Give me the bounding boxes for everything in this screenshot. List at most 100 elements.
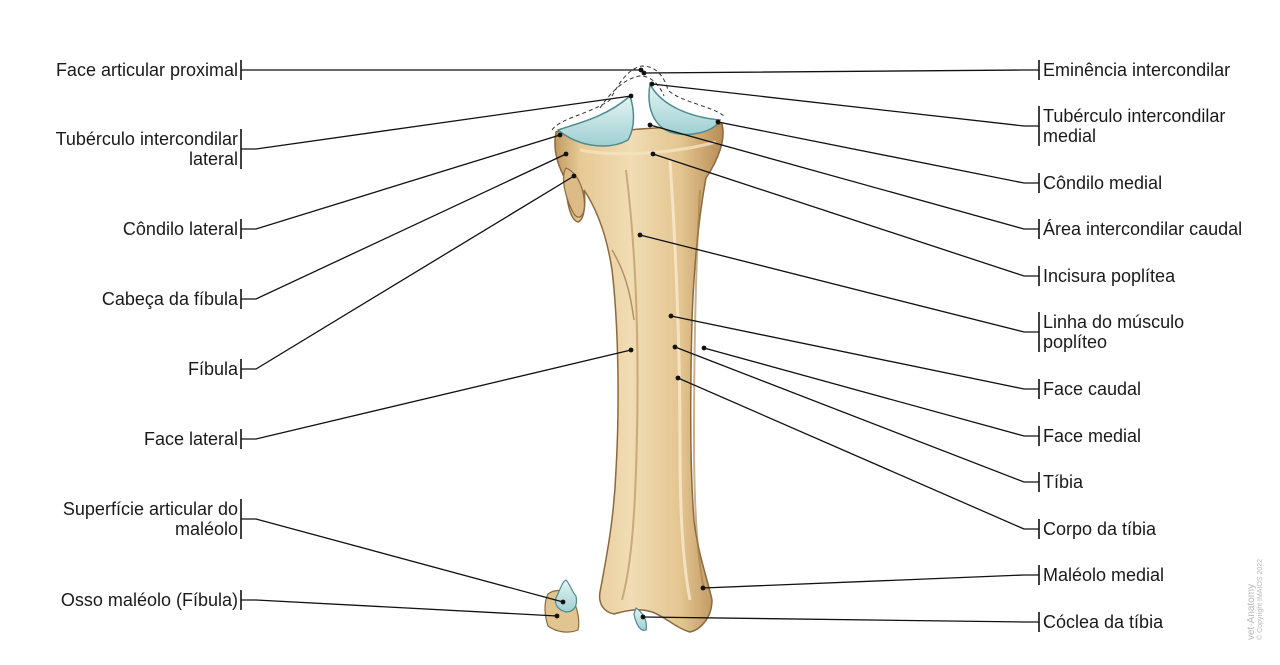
- label-text: Osso maléolo (Fíbula): [60, 590, 238, 610]
- label-text: Linha do músculo: [1043, 312, 1185, 332]
- leader-incisura-poplitea: [650, 151, 1040, 286]
- label-eminencia-intercondilar: Eminência intercondilar: [1043, 60, 1230, 80]
- label-text: Fíbula: [187, 359, 238, 379]
- label-tibia: Tíbia: [1043, 472, 1083, 492]
- leader-dot: [641, 70, 647, 76]
- leader-dot: [650, 151, 656, 157]
- leader-line: [241, 599, 558, 617]
- label-osso-maleolo-fibula: Osso maléolo (Fíbula): [61, 590, 238, 610]
- label-text: Tíbia: [1043, 472, 1084, 492]
- leader-dot: [637, 232, 643, 238]
- leader-line: [651, 83, 1039, 127]
- leader-lines: [240, 60, 1040, 632]
- leader-face-caudal: [668, 313, 1040, 399]
- leader-cabeca-da-fibula: [240, 151, 569, 309]
- leader-line: [702, 574, 1039, 589]
- label-text: Área intercondilar caudal: [1043, 219, 1243, 239]
- lateral-condyle-cartilage: [556, 94, 635, 147]
- leader-dot: [557, 132, 563, 138]
- label-text: Tubérculo intercondilar: [1043, 106, 1226, 126]
- leader-tuberculo-intercondilar-lateral: [240, 93, 634, 169]
- label-text: Cóclea da tíbia: [1043, 612, 1164, 632]
- leader-linha-do-musculo-popliteo: [637, 232, 1040, 352]
- label-text: poplíteo: [1043, 332, 1108, 352]
- label-area-intercondilar-caudal: Área intercondilar caudal: [1043, 219, 1242, 239]
- leader-line: [643, 69, 1039, 74]
- leader-tibia: [672, 344, 1040, 492]
- leader-condilo-medial: [715, 119, 1040, 193]
- leader-dot: [647, 122, 653, 128]
- leader-area-intercondilar-caudal: [647, 122, 1040, 239]
- label-face-lateral: Face lateral: [144, 429, 238, 449]
- label-incisura-poplitea: Incisura poplítea: [1043, 266, 1175, 286]
- medial-condyle-cartilage: [648, 81, 722, 136]
- label-condilo-medial: Côndilo medial: [1043, 173, 1162, 193]
- watermark: vet-Anatomy © Copyright IMAIOS 2022: [1246, 559, 1265, 640]
- leader-line: [639, 234, 1039, 333]
- label-corpo-da-tibia: Corpo da tíbia: [1043, 519, 1156, 539]
- label-condilo-lateral: Côndilo lateral: [123, 219, 238, 239]
- leader-line: [241, 95, 632, 150]
- leader-line: [642, 616, 1039, 623]
- leader-dot: [560, 599, 566, 605]
- label-coclea-da-tibia: Cóclea da tíbia: [1043, 612, 1163, 632]
- leader-eminencia-intercondilar: [641, 60, 1040, 80]
- label-fibula: Fíbula: [188, 359, 238, 379]
- leader-fibula: [240, 173, 577, 379]
- label-text: Face articular proximal: [55, 60, 238, 80]
- fibula-head-shape: [562, 167, 585, 218]
- shading-streak: [668, 159, 692, 601]
- cochlea-cartilage: [633, 607, 647, 631]
- leader-line: [241, 175, 575, 370]
- leader-dot: [571, 173, 577, 179]
- label-face-medial: Face medial: [1043, 426, 1141, 446]
- label-text: Eminência intercondilar: [1043, 60, 1231, 80]
- label-text: Face medial: [1043, 426, 1142, 446]
- label-text: Tubérculo intercondilar: [55, 129, 238, 149]
- leader-line: [241, 349, 632, 440]
- label-text: Incisura poplítea: [1043, 266, 1176, 286]
- label-cabeca-da-fibula: Cabeça da fíbula: [102, 289, 238, 309]
- label-text: medial: [1043, 126, 1097, 146]
- leader-line: [241, 518, 564, 603]
- leader-dot: [649, 81, 655, 87]
- label-face-articular-proximal: Face articular proximal: [56, 60, 238, 80]
- label-text: Côndilo lateral: [122, 219, 238, 239]
- label-text: Corpo da tíbia: [1043, 519, 1157, 539]
- leader-dot: [640, 614, 646, 620]
- shading-streak: [579, 140, 717, 156]
- leader-condilo-lateral: [240, 132, 563, 239]
- leader-line: [652, 153, 1039, 277]
- shading-streak: [611, 249, 635, 321]
- leader-dot: [668, 313, 674, 319]
- leader-dot: [628, 93, 634, 99]
- label-text: lateral: [188, 149, 238, 169]
- watermark-copyright: © Copyright IMAIOS 2022: [1257, 558, 1264, 640]
- leader-line: [674, 346, 1039, 483]
- shading-streak: [692, 189, 705, 591]
- watermark-brand: vet-Anatomy: [1246, 583, 1257, 640]
- shading-streak: [621, 169, 639, 601]
- leader-dot: [563, 151, 569, 157]
- leader-face-lateral: [240, 347, 634, 449]
- proximal-articular-outline: [551, 65, 725, 131]
- leader-line: [649, 124, 1039, 230]
- leader-osso-maleolo-fibula: [240, 590, 560, 619]
- proximal-articular-outline-inner: [599, 75, 665, 109]
- label-text: Côndilo medial: [1043, 173, 1163, 193]
- leader-dot: [675, 375, 681, 381]
- label-text: maléolo: [174, 519, 238, 539]
- leader-dot: [638, 67, 644, 73]
- leader-line: [670, 315, 1039, 390]
- leader-superficie-articular-do-maleolo: [240, 499, 566, 605]
- leader-line: [677, 377, 1039, 530]
- label-face-caudal: Face caudal: [1043, 379, 1141, 399]
- label-text: Face lateral: [143, 429, 238, 449]
- leader-line: [241, 134, 561, 230]
- label-text: Face caudal: [1043, 379, 1142, 399]
- label-text: Cabeça da fíbula: [101, 289, 238, 309]
